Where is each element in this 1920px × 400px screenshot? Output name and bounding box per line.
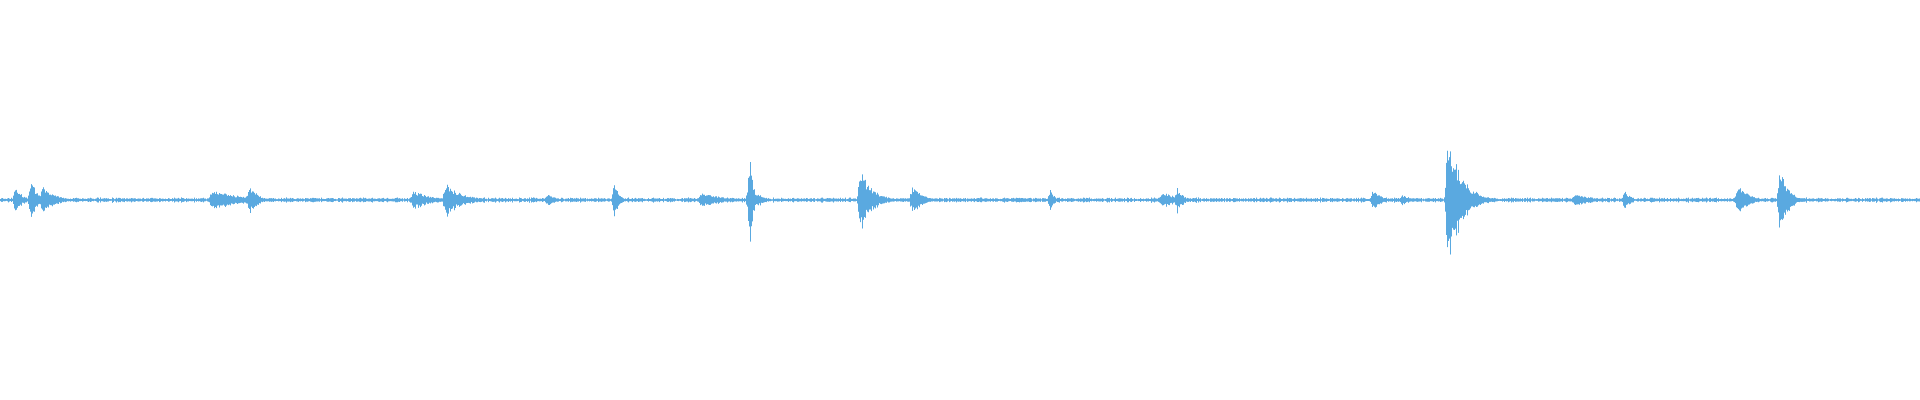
waveform-trace [0,150,1920,255]
